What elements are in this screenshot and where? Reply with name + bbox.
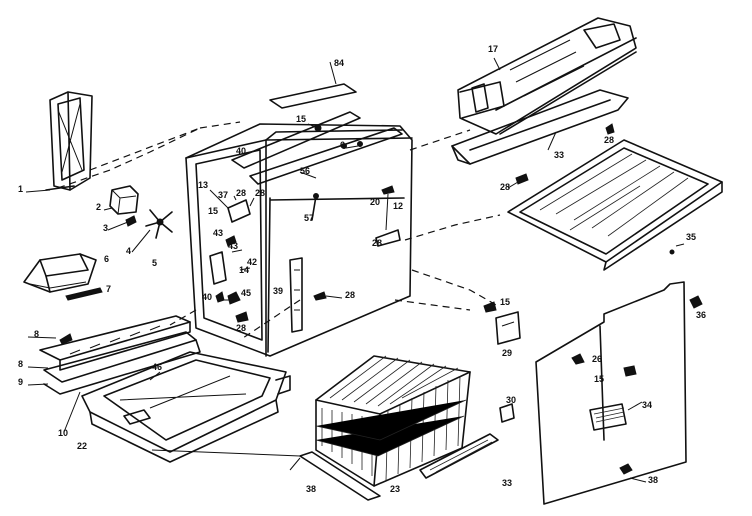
callout-c43: 29 <box>502 348 512 358</box>
callout-c44: 26 <box>592 354 602 364</box>
callout-c52: 23 <box>390 484 400 494</box>
callout-c11: 10 <box>58 428 68 438</box>
bottom-rails <box>151 403 515 501</box>
callout-c49: 38 <box>648 475 658 485</box>
callout-c40: 28 <box>500 182 510 192</box>
callout-c21: 28 <box>236 188 246 198</box>
callout-c9: 8 <box>18 359 23 369</box>
callout-c38: 33 <box>554 150 564 160</box>
callout-c42: 15 <box>500 297 510 307</box>
callout-c36: 28 <box>372 238 382 248</box>
callout-c30: 45 <box>241 288 251 298</box>
bracket-part-1 <box>25 91 93 193</box>
callout-c34: 20 <box>370 197 380 207</box>
callout-c41: 35 <box>686 232 696 242</box>
callout-c3: 3 <box>103 223 108 233</box>
callout-c29: 40 <box>202 292 212 302</box>
callout-c39: 28 <box>604 135 614 145</box>
callout-c16: 40 <box>236 146 246 156</box>
door-panel <box>535 281 703 505</box>
callout-c8: 8 <box>34 329 39 339</box>
callout-c4: 4 <box>126 246 131 256</box>
callout-c10: 9 <box>18 377 23 387</box>
callout-c5: 5 <box>152 258 157 268</box>
callout-c22: 28 <box>255 188 265 198</box>
callout-c19: 56 <box>300 166 310 176</box>
callout-c35: 12 <box>393 201 403 211</box>
evaporator-cover <box>457 17 637 135</box>
callout-c28: 14 <box>239 265 249 275</box>
lower-rails <box>27 315 201 433</box>
callout-c32: 39 <box>273 286 283 296</box>
cabinet-liner <box>185 61 413 357</box>
callout-c24: 57 <box>304 213 314 223</box>
callout-c6: 6 <box>104 254 109 264</box>
callout-c46: 36 <box>696 310 706 320</box>
drip-tray <box>23 253 103 301</box>
callout-c37: 17 <box>488 44 498 54</box>
crisper-pan <box>81 351 291 463</box>
callout-c17: 13 <box>198 180 208 190</box>
callout-c48: 30 <box>506 395 516 405</box>
air-shield <box>451 89 629 189</box>
callout-c23: 15 <box>208 206 218 216</box>
callout-c13: 46 <box>152 362 162 372</box>
mount-bracket <box>483 301 521 345</box>
callout-c50: 38 <box>306 484 316 494</box>
callout-c45: 15 <box>594 374 604 384</box>
wire-basket <box>315 355 471 487</box>
callout-c18: 6 <box>340 140 345 150</box>
callout-c51: 33 <box>502 478 512 488</box>
callout-c20: 37 <box>218 190 228 200</box>
callout-c7: 7 <box>106 284 111 294</box>
callout-c26: 43 <box>228 241 238 251</box>
callout-c12: 22 <box>77 441 87 451</box>
callout-c15: 15 <box>296 114 306 124</box>
callout-c14: 84 <box>334 58 344 68</box>
motor-fan <box>103 185 173 253</box>
callout-c31: 28 <box>236 323 246 333</box>
glass-shelf <box>507 139 723 271</box>
callout-c33: 28 <box>345 290 355 300</box>
explosion-lines <box>57 121 501 341</box>
callout-c2: 2 <box>96 202 101 212</box>
callout-c27: 42 <box>247 257 257 267</box>
callout-c47: 34 <box>642 400 652 410</box>
callout-c25: 43 <box>213 228 223 238</box>
callout-c1: 1 <box>18 184 23 194</box>
